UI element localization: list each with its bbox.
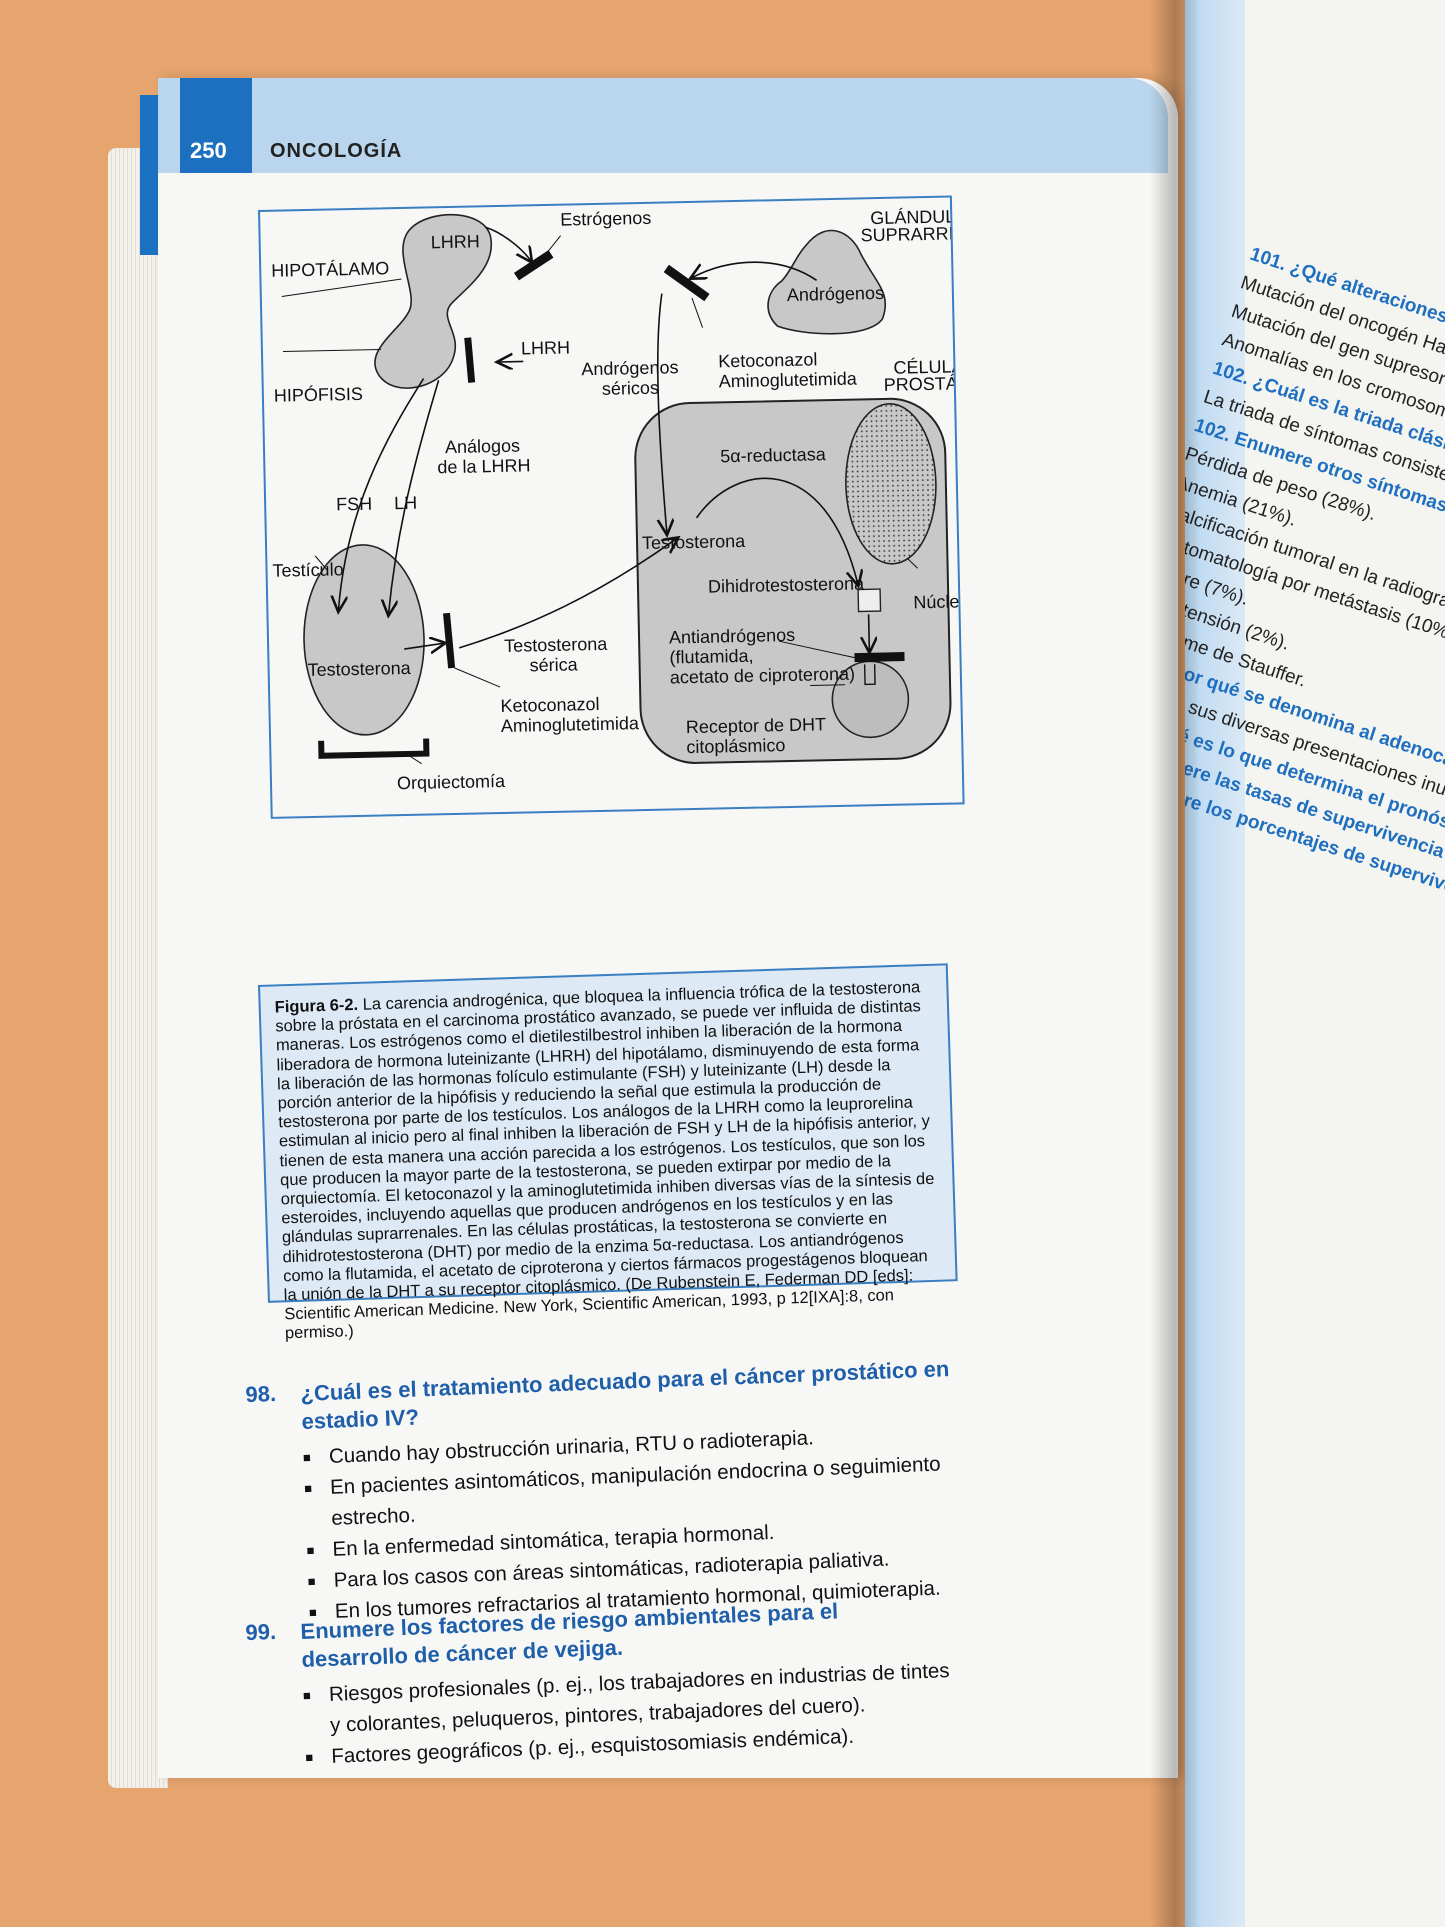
question-98: 98. ¿Cuál es el tratamiento adecuado par…	[245, 1355, 959, 1628]
question-number: 98.	[245, 1380, 277, 1408]
label-antiandrogenos-2: (flutamida,	[669, 646, 753, 668]
label-dht: Dihidrotestosterona	[708, 573, 865, 596]
label-testosterona-testis: Testosterona	[307, 658, 411, 680]
right-page-margin-band	[1185, 0, 1245, 1927]
nucleus-shape	[845, 403, 937, 565]
label-androgenos-sericos-2: séricos	[602, 378, 659, 399]
label-ketoconazol-bottom-1: Ketoconazol	[500, 694, 599, 716]
book-gutter-shadow	[1150, 0, 1200, 1927]
label-hipotalamo: HIPOTÁLAMO	[271, 258, 389, 280]
label-receptor-1: Receptor de DHT	[686, 714, 826, 737]
label-nucleo: Núcleo	[913, 591, 962, 612]
adrenal-block-bar	[663, 264, 710, 302]
page-header-band	[158, 78, 1168, 173]
label-lhrh-top: LHRH	[431, 231, 480, 252]
label-analogos-2: de la LHRH	[437, 455, 530, 477]
label-estrogenos: Estrógenos	[560, 208, 651, 230]
antiandrogen-block-bar	[854, 652, 905, 663]
section-title: ONCOLOGÍA	[270, 140, 403, 162]
label-testiculo: Testículo	[272, 559, 343, 580]
orchiectomy-bracket	[318, 738, 430, 759]
lhrh-analog-block-bar	[464, 337, 476, 383]
page-number: 250	[190, 138, 227, 163]
label-lhrh-mid: LHRH	[521, 337, 570, 358]
label-hipofisis: HIPÓFISIS	[274, 383, 363, 406]
label-ketoconazol-top-2: Aminoglutetimida	[718, 368, 857, 391]
label-analogos-1: Análogos	[445, 436, 520, 458]
label-androgenos: Andrógenos	[787, 283, 884, 305]
label-antiandrogenos-3: acetato de ciproterona)	[670, 664, 856, 688]
label-glandula-2: SUPRARRENAL	[860, 223, 962, 246]
label-testosterona-serica-2: sérica	[529, 654, 578, 675]
label-reductasa: 5α-reductasa	[720, 444, 827, 466]
figure-caption: Figura 6-2. La carencia androgénica, que…	[258, 963, 958, 1343]
dht-box-shape	[857, 588, 882, 613]
adrenal-gland-shape	[767, 229, 887, 335]
label-ketoconazol-bottom-2: Aminoglutetimida	[501, 713, 640, 736]
testis-shape	[303, 544, 425, 736]
label-ketoconazol-top-1: Ketoconazol	[718, 349, 817, 371]
caption-label: Figura 6-2.	[274, 995, 359, 1017]
testis-block-bar	[442, 612, 456, 669]
right-page: 101. ¿Qué alteraciones citogenéticas son…	[1185, 0, 1445, 1927]
label-celula-1: CÉLULA	[893, 356, 962, 377]
label-antiandrogenos-1: Antiandrógenos	[669, 625, 796, 648]
hypothalamus-pituitary-shape	[374, 213, 493, 389]
label-androgenos-sericos-1: Andrógenos	[581, 357, 678, 379]
question-99: 99. Enumere los factores de riesgo ambie…	[245, 1593, 955, 1773]
page-number-block	[180, 78, 252, 173]
figure-6-2: HIPOTÁLAMO LHRH Estrógenos GLÁNDULA SUPR…	[258, 195, 965, 819]
label-testosterona-cell: Testosterona	[642, 531, 746, 553]
estrogen-block-bar	[513, 250, 554, 281]
label-orquiectomia: Orquiectomía	[397, 771, 506, 793]
label-glandula-1: GLÁNDULA	[870, 206, 962, 228]
label-receptor-2: citoplásmico	[686, 735, 785, 757]
caption-text: La carencia androgénica, que bloquea la …	[275, 978, 935, 1343]
androgen-deprivation-diagram: HIPOTÁLAMO LHRH Estrógenos GLÁNDULA SUPR…	[271, 206, 963, 793]
label-lh: LH	[394, 493, 417, 513]
question-number: 99.	[245, 1618, 277, 1646]
label-fsh: FSH	[336, 494, 372, 515]
label-celula-2: PROSTÁTICA	[884, 373, 963, 395]
label-testosterona-serica-1: Testosterona	[504, 634, 608, 656]
